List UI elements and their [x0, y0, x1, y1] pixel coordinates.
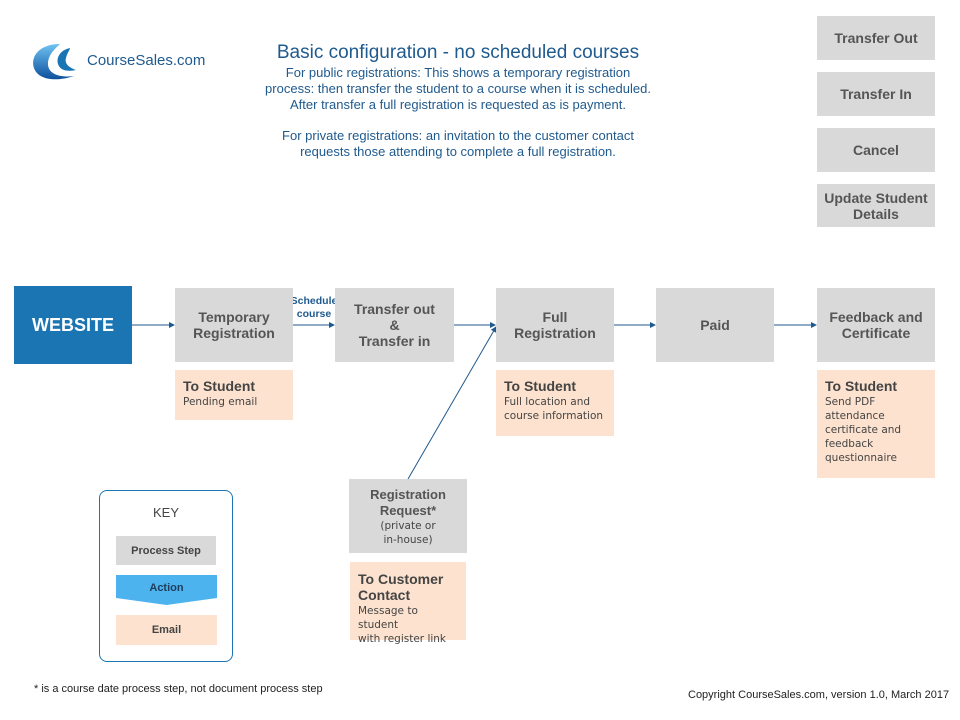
key-process-step: Process Step: [116, 536, 216, 565]
step-feedback-and-certificate: Feedback and Certificate: [817, 288, 935, 362]
registration-request-title: Registration Request*: [370, 487, 446, 518]
email-feedback-certificate: To Student Send PDF attendance certifica…: [817, 370, 935, 478]
cancel-button[interactable]: Cancel: [817, 128, 935, 172]
email-body: Pending email: [183, 396, 258, 408]
email-heading: To Student: [504, 378, 577, 394]
key-title: KEY: [152, 505, 179, 520]
email-registration-request: To Customer Contact Message to student w…: [350, 562, 466, 645]
email-temporary-registration: To Student Pending email: [175, 370, 293, 420]
public-registration-description: For public registrations: This shows a t…: [265, 65, 651, 112]
email-body: Message to student with register link: [358, 605, 447, 645]
private-registration-description: For private registrations: an invitation…: [282, 128, 634, 159]
page-title: Basic configuration - no scheduled cours…: [276, 42, 640, 63]
key-action-label: Action: [149, 582, 184, 594]
key-legend: KEY Process Step Action Email: [99, 490, 233, 662]
coursesales-logo-icon: [33, 44, 76, 80]
footnote: * is a course date process step, not doc…: [34, 683, 323, 695]
logo-text: CourseSales.com: [87, 52, 206, 69]
update-student-details-button[interactable]: Update Student Details: [817, 184, 935, 227]
step-paid: Paid: [656, 288, 774, 362]
transfer-out-button[interactable]: Transfer Out: [817, 16, 935, 60]
email-heading: To Customer Contact: [358, 571, 444, 603]
edge-label-schedule-course: Schedule course: [290, 295, 338, 320]
key-email: Email: [116, 615, 217, 645]
email-body: Send PDF attendance certificate and feed…: [825, 396, 902, 464]
email-heading: To Student: [183, 378, 256, 394]
step-full-registration: Full Registration: [496, 288, 614, 362]
copyright: Copyright CourseSales.com, version 1.0, …: [688, 689, 950, 701]
transfer-in-button[interactable]: Transfer In: [817, 72, 935, 116]
step-temporary-registration: Temporary Registration: [175, 288, 293, 362]
registration-request-subtitle: (private or in-house): [380, 520, 436, 546]
action-shape-icon: [116, 575, 217, 605]
step-registration-request: Registration Request* (private or in-hou…: [349, 479, 467, 553]
step-transfer-out-and-in: Transfer out & Transfer in: [335, 288, 454, 362]
website-node: WEBSITE: [14, 286, 132, 364]
email-heading: To Student: [825, 378, 898, 394]
email-full-registration: To Student Full location and course info…: [496, 370, 614, 436]
key-action: Action: [116, 575, 217, 605]
logo: CourseSales.com: [30, 42, 220, 82]
email-body: Full location and course information: [504, 396, 604, 422]
